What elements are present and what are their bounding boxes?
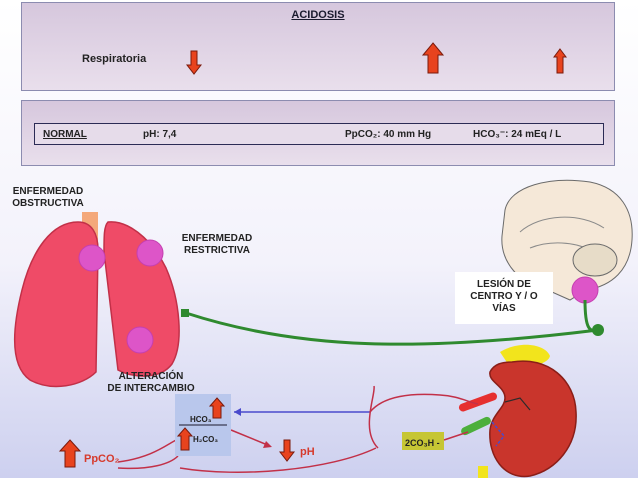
- acidosis-arrows: [185, 42, 567, 75]
- brain-illustration: [501, 179, 633, 304]
- flow-lines: [117, 385, 479, 473]
- ph-down-arrow-icon-lower: [278, 439, 296, 462]
- neural-pathway-line: [181, 299, 604, 346]
- buffer-arrows: [176, 397, 227, 451]
- lungs-illustration: [13, 212, 180, 388]
- hco3-label: HCO₃: [190, 415, 212, 424]
- normal-values-panel: NORMAL pH: 7,4 PpCO₂: 40 mm Hg HCO₃⁻: 24…: [21, 100, 615, 166]
- obstructive-disease-label: ENFERMEDAD OBSTRUCTIVA: [12, 186, 84, 209]
- h2co3-label: H₂CO₃: [193, 435, 219, 444]
- ph-label: pH: [300, 446, 315, 458]
- respiratory-label: Respiratoria: [82, 53, 147, 65]
- hco3-up-arrow-icon: [553, 48, 567, 74]
- kidney-illustration: [402, 344, 577, 478]
- ph-down-arrow-icon: [185, 50, 203, 75]
- buffer-ratio-box: HCO₃ H₂CO₃: [175, 394, 231, 456]
- kidney-bicarbonate-label: 2CO₃H -: [405, 438, 440, 448]
- normal-hco3: HCO₃⁻: 24 mEq / L: [473, 129, 562, 140]
- restrictive-disease-label: ENFERMEDAD RESTRICTIVA: [181, 233, 253, 256]
- lesion-center-box: LESIÓN DE CENTRO Y / O VÍAS: [455, 272, 553, 324]
- ppco2-up-arrow-icon-lower: [58, 439, 82, 468]
- acidosis-panel: ACIDOSIS Respiratoria: [21, 2, 615, 91]
- normal-ppco2: PpCO₂: 40 mm Hg: [345, 129, 432, 140]
- normal-ph: pH: 7,4: [143, 129, 177, 140]
- ppco2-up-arrow-icon: [421, 42, 445, 74]
- lesion-center-label: LESIÓN DE CENTRO Y / O VÍAS: [470, 279, 538, 314]
- exchange-alteration-label: ALTERACIÓN DE INTERCAMBIO: [107, 371, 195, 394]
- normal-values-box: NORMAL pH: 7,4 PpCO₂: 40 mm Hg HCO₃⁻: 24…: [34, 123, 604, 145]
- acidosis-title: ACIDOSIS: [291, 9, 345, 21]
- normal-label: NORMAL: [43, 129, 87, 140]
- ppco2-label: PpCO₂: [84, 453, 120, 465]
